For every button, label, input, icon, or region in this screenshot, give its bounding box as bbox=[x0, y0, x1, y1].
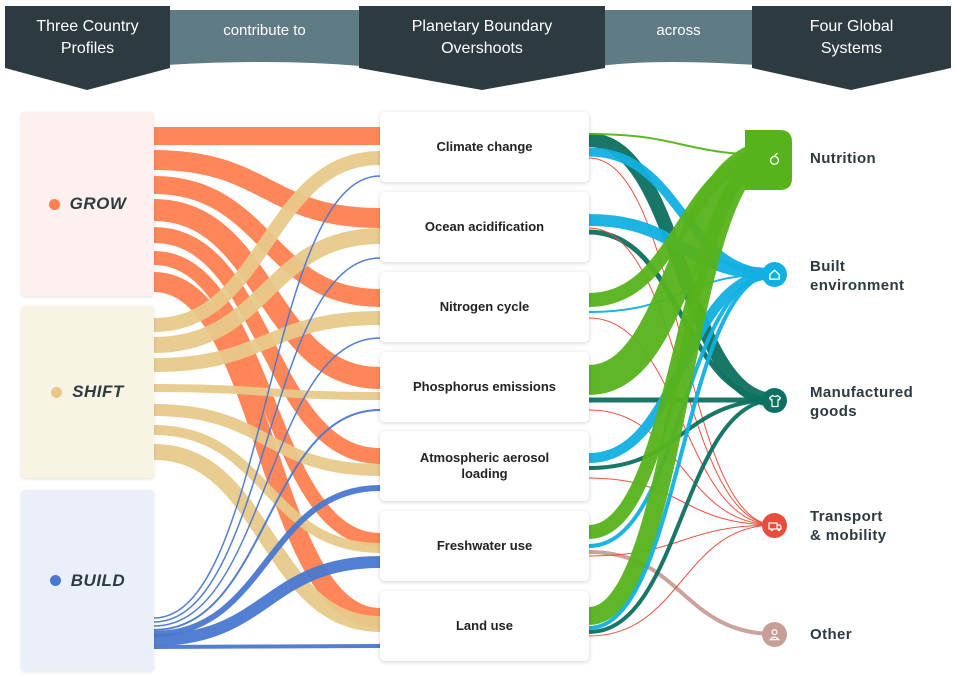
flow-link bbox=[588, 524, 776, 557]
boundary-freshwater-use[interactable]: Freshwater use bbox=[380, 511, 589, 581]
boundary-land-use[interactable]: Land use bbox=[380, 591, 589, 661]
system-label-other: Other bbox=[810, 626, 853, 643]
truck-icon bbox=[762, 513, 787, 538]
system-label-nutrition: Nutrition bbox=[810, 150, 877, 167]
system-label-transport-mobility: Transport & mobility bbox=[810, 508, 887, 544]
profile-label: GROW bbox=[69, 194, 127, 213]
flow-link bbox=[153, 425, 381, 553]
flow-link bbox=[153, 150, 381, 228]
header-right-shape bbox=[752, 6, 951, 90]
header-middle-shape bbox=[359, 6, 605, 90]
flow-link bbox=[153, 409, 381, 631]
flow-link bbox=[153, 175, 381, 619]
flow-link bbox=[153, 311, 381, 372]
shift-dot-icon bbox=[51, 386, 63, 398]
shirt-icon bbox=[762, 388, 787, 413]
flow-link bbox=[588, 272, 776, 630]
flow-link bbox=[153, 257, 381, 623]
system-label-built-environment: Built environment bbox=[810, 258, 905, 294]
connector-across: across bbox=[656, 22, 701, 39]
flow-link bbox=[588, 524, 776, 637]
header-three-country-profiles: Three Country Profiles bbox=[36, 18, 139, 57]
flow-link bbox=[153, 228, 381, 353]
build-dot-icon bbox=[49, 575, 61, 586]
flow-link bbox=[153, 384, 381, 400]
boundary-ocean-acidification[interactable]: Ocean acidification bbox=[380, 192, 589, 262]
flow-link bbox=[153, 485, 381, 637]
flow-link bbox=[153, 272, 381, 628]
flow-link bbox=[153, 644, 381, 649]
boundary-atmospheric-aerosol-loading[interactable]: Atmospheric aerosol loading bbox=[380, 431, 589, 501]
profile-grow[interactable]: GROW bbox=[21, 112, 154, 296]
profile-label: BUILD bbox=[70, 570, 126, 590]
profile-to-boundary-flows bbox=[153, 127, 381, 649]
boundary-to-system-flows bbox=[587, 130, 792, 637]
flow-link bbox=[588, 550, 776, 636]
header-planetary-boundary-overshoots: Planetary Boundary Overshoots bbox=[411, 18, 553, 57]
person-icon bbox=[762, 622, 787, 647]
flow-link bbox=[587, 146, 777, 625]
boundary-phosphorus-emissions[interactable]: Phosphorus emissions bbox=[380, 352, 589, 422]
boundary-climate-change[interactable]: Climate change bbox=[380, 112, 589, 182]
connector-contribute-to: contribute to bbox=[223, 22, 306, 39]
flow-link bbox=[153, 556, 381, 646]
grow-dot-icon bbox=[48, 198, 60, 210]
header-left-shape bbox=[5, 6, 170, 90]
profile-build[interactable]: BUILD bbox=[21, 490, 154, 671]
flow-link bbox=[153, 151, 381, 332]
house-icon bbox=[762, 262, 787, 287]
profile-label: SHIFT bbox=[72, 382, 124, 401]
flow-link bbox=[588, 409, 776, 526]
apple-icon bbox=[762, 146, 787, 171]
flow-link bbox=[588, 398, 776, 634]
flow-link bbox=[153, 337, 381, 627]
flow-link bbox=[588, 398, 776, 470]
system-label-manufactured-goods: Manufactured goods bbox=[810, 384, 914, 420]
boundary-nitrogen-cycle[interactable]: Nitrogen cycle bbox=[380, 272, 589, 342]
header-four-global-systems: Four Global Systems bbox=[809, 18, 894, 57]
flow-link bbox=[153, 444, 381, 632]
flow-link bbox=[588, 477, 776, 526]
profile-shift[interactable]: SHIFT bbox=[21, 306, 154, 478]
